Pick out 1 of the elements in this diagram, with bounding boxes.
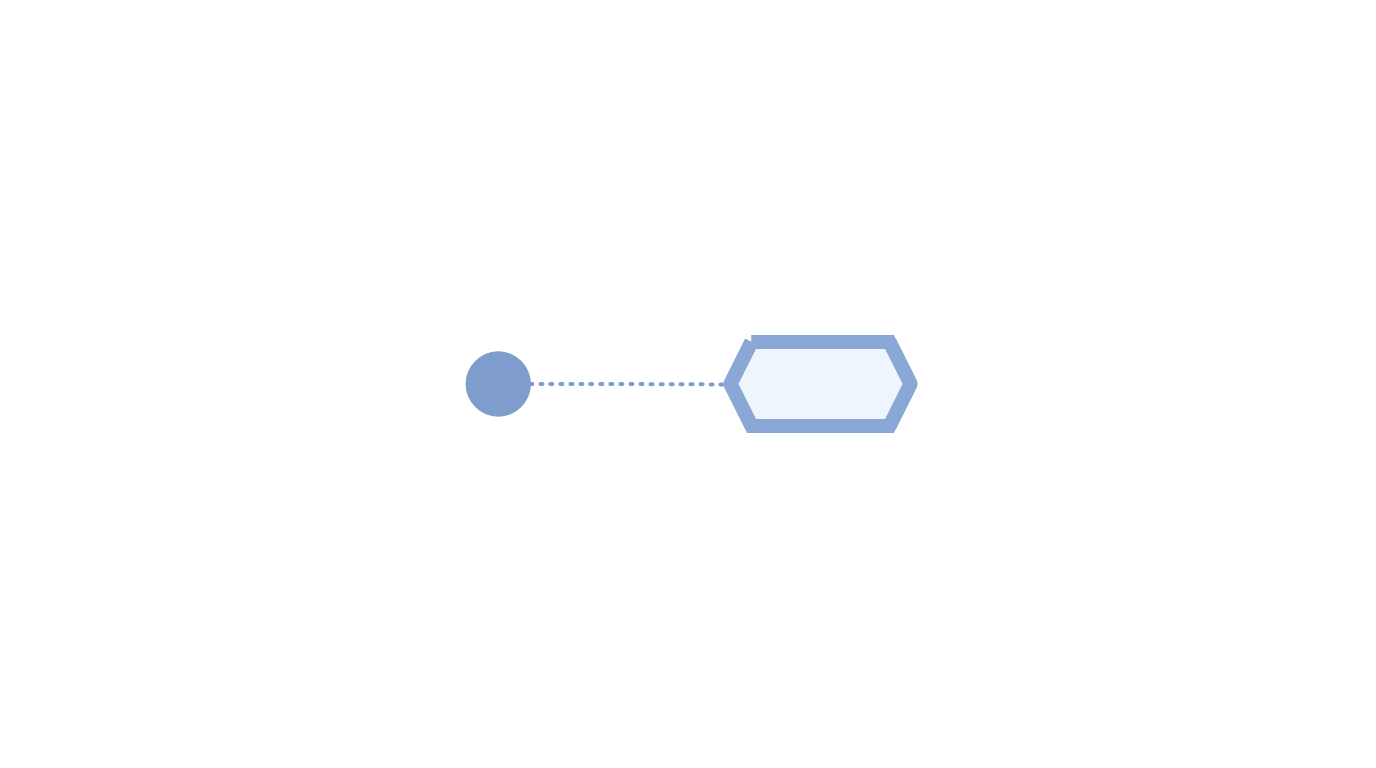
node-circle xyxy=(465,351,531,417)
